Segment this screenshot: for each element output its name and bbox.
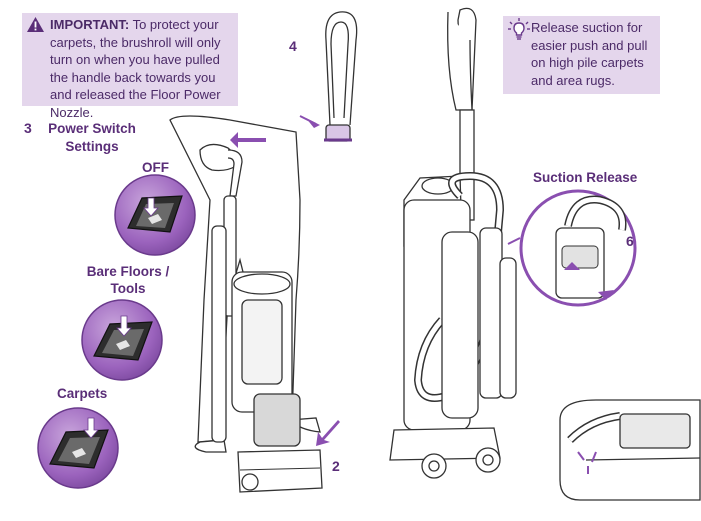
- step2-arrow: [316, 420, 340, 446]
- switch-carpets-circle: [37, 407, 119, 489]
- power-switch-settings-label: Power Switch Settings: [42, 120, 142, 156]
- lightbulb-icon: [508, 18, 530, 40]
- suction-release-circle: [519, 189, 637, 307]
- bare-floors-line2: Tools: [110, 281, 146, 296]
- warning-icon: [27, 17, 44, 32]
- vacuum-right: [389, 7, 517, 479]
- carpets-label: Carpets: [57, 386, 108, 401]
- important-note: IMPORTANT: To protect your carpets, the …: [22, 13, 238, 120]
- nozzle-sparkle: [577, 451, 597, 474]
- handle-detail: [324, 11, 358, 142]
- tip-note: Release suction for easier push and pull…: [503, 16, 660, 94]
- important-text: To protect your carpets, the brushroll w…: [50, 17, 221, 120]
- power-switch-line2: Settings: [65, 139, 119, 154]
- nozzle-detail: [559, 399, 701, 501]
- important-lead: IMPORTANT:: [50, 17, 130, 32]
- step-number-6: 6: [626, 233, 634, 249]
- pull-arrow: [230, 132, 266, 148]
- switch-bare-floors-circle: [81, 299, 163, 381]
- off-label: OFF: [142, 160, 169, 175]
- switch-off-circle: [114, 174, 196, 256]
- step-number-2: 2: [332, 458, 340, 474]
- step-number-3: 3: [24, 120, 32, 136]
- suction-release-label: Suction Release: [533, 170, 638, 185]
- vacuum-left: [211, 149, 323, 493]
- tip-text: Release suction for easier push and pull…: [531, 20, 648, 88]
- power-switch-line1: Power Switch: [48, 121, 136, 136]
- step-number-4: 4: [289, 38, 297, 54]
- bare-floors-line1: Bare Floors /: [86, 264, 170, 279]
- bare-floors-label: Bare Floors / Tools: [86, 263, 170, 297]
- connector-line: [507, 237, 521, 245]
